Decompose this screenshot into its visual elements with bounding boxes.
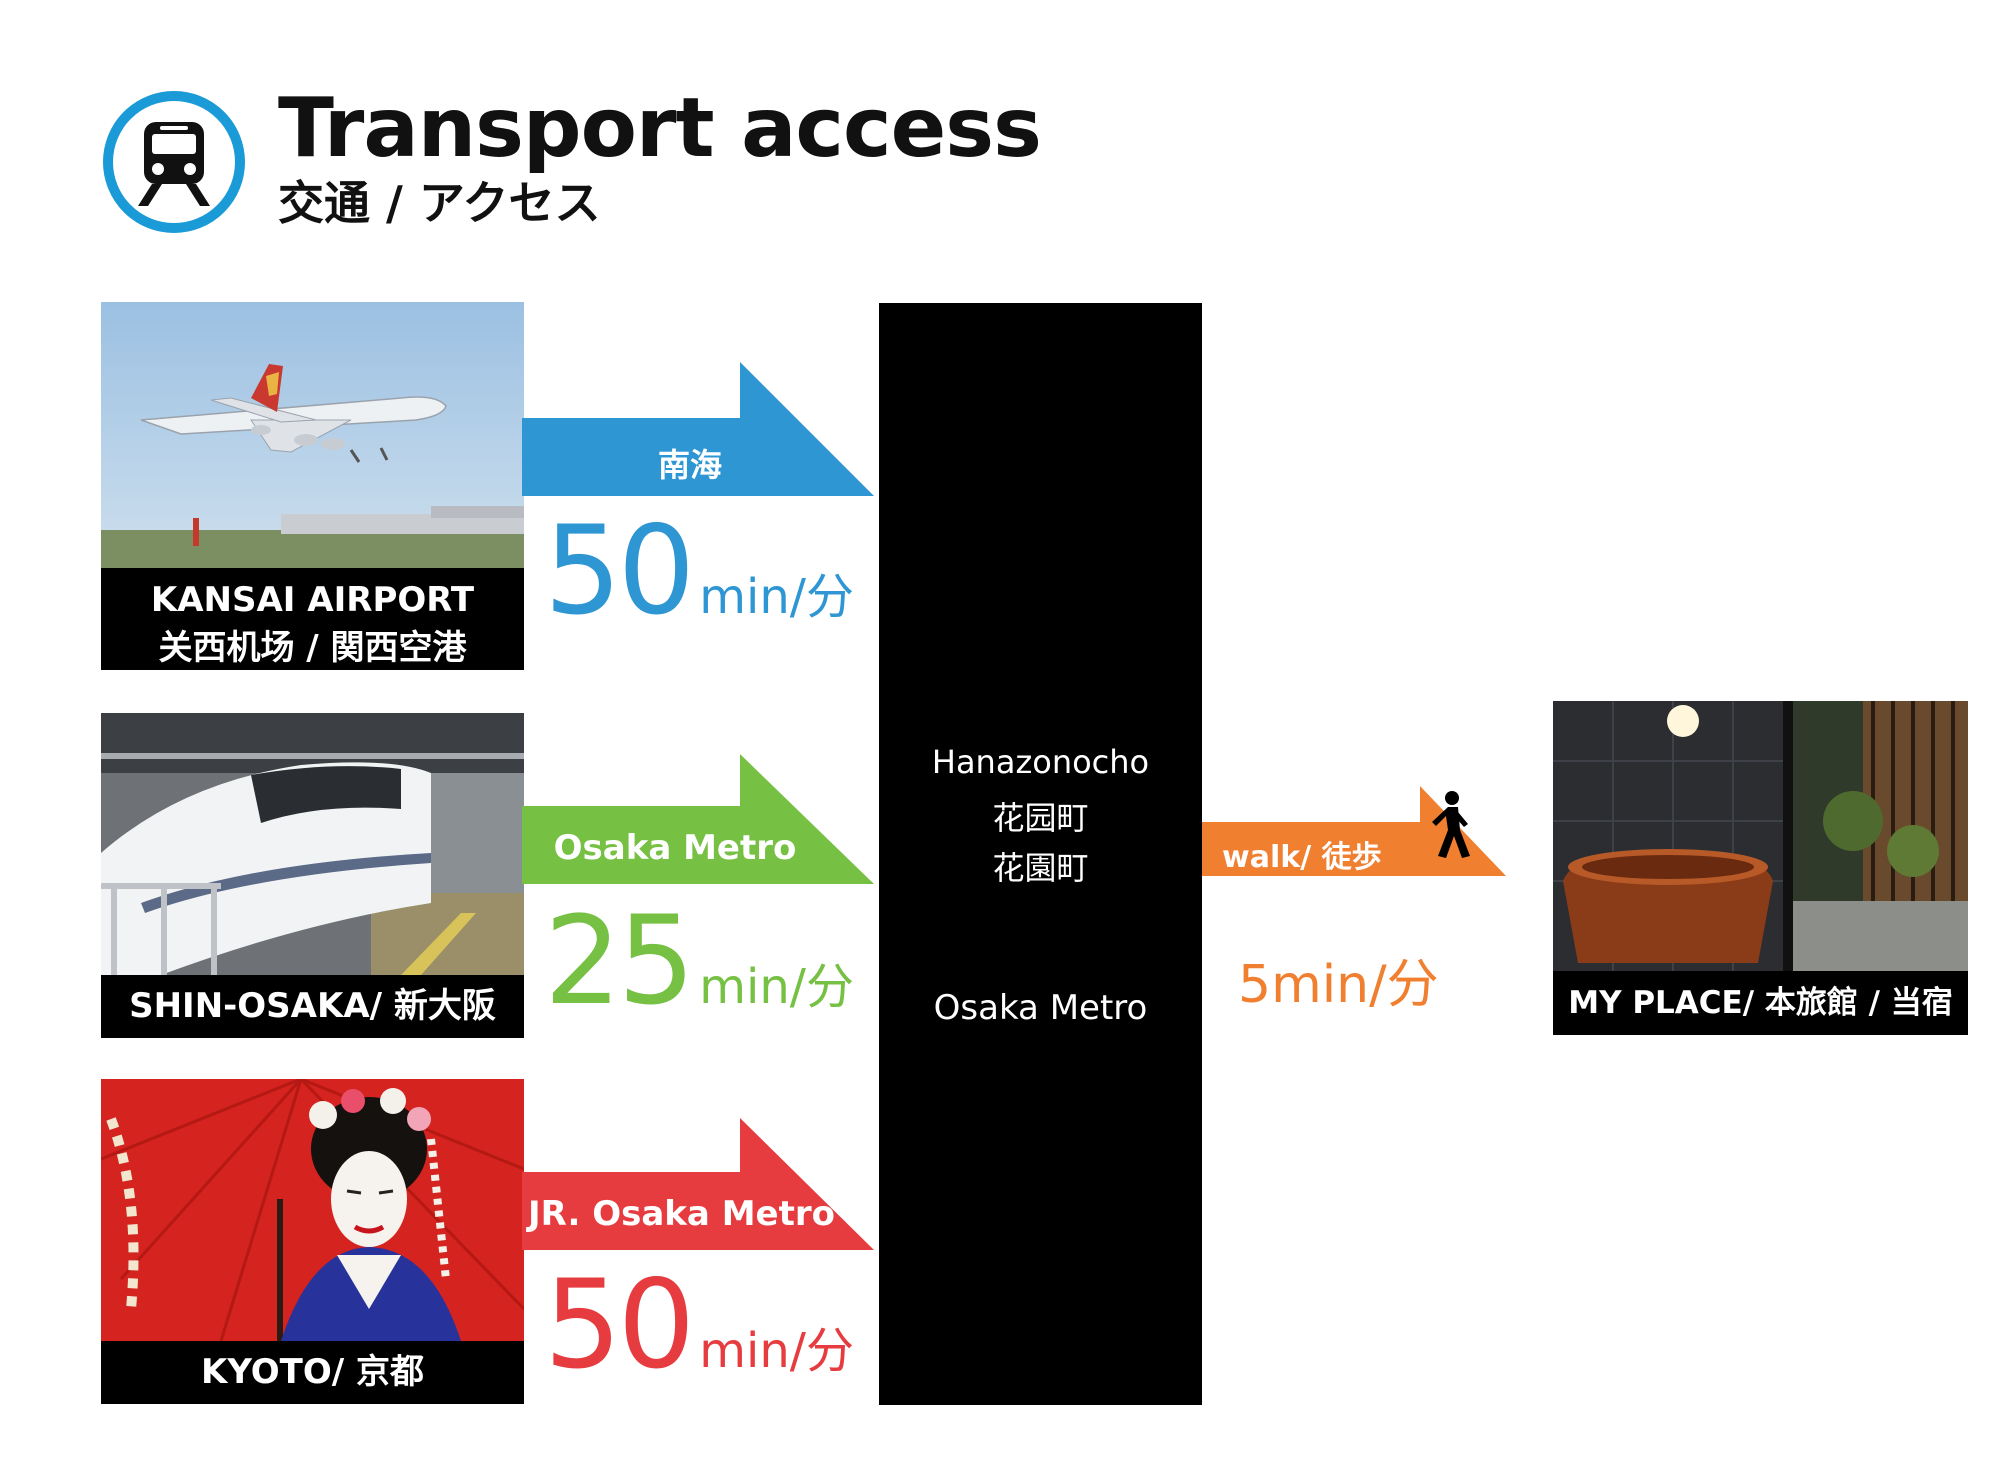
airplane-photo xyxy=(101,302,524,572)
origin-caption: SHIN-OSAKA/ 新大阪 xyxy=(101,975,524,1038)
walk-label: walk/ 徒歩 xyxy=(1222,840,1382,875)
duration-number: 25 xyxy=(544,890,695,1032)
route-arrow-jr-osaka-metro xyxy=(522,1118,874,1250)
page-subtitle: 交通 / アクセス xyxy=(278,176,601,230)
route-line-label: JR. Osaka Metro xyxy=(528,1194,835,1234)
geisha-photo xyxy=(101,1079,524,1341)
origin-name-en: KANSAI AIRPORT xyxy=(150,580,475,620)
duration-unit: min/分 xyxy=(699,569,854,625)
duration-unit: min/分 xyxy=(699,1323,854,1379)
origin-card-kyoto: KYOTO/ 京都 xyxy=(101,1079,524,1404)
walk-arrow xyxy=(1202,786,1506,876)
route-arrow-osaka-metro xyxy=(522,754,874,884)
hub-station-block: Hanazonocho 花园町 花園町 Osaka Metro xyxy=(879,303,1202,1405)
origin-caption: KYOTO/ 京都 xyxy=(101,1341,524,1404)
destination-label: MY PLACE/ 本旅館 / 当宿 xyxy=(1553,971,1968,1035)
hub-line-name: Osaka Metro xyxy=(933,988,1148,1028)
origin-card-shin-osaka: SHIN-OSAKA/ 新大阪 xyxy=(101,713,524,1038)
origin-name-en: SHIN-OSAKA/ 新大阪 xyxy=(129,986,496,1026)
origin-caption: KANSAI AIRPORT 关西机场 / 関西空港 xyxy=(101,568,524,670)
route-line-label: Osaka Metro xyxy=(553,828,797,868)
hub-name-en: Hanazonocho xyxy=(931,743,1150,781)
route-arrow-nankai xyxy=(522,362,874,496)
duration-number: 50 xyxy=(544,1254,695,1396)
pedestrian-icon xyxy=(1432,791,1470,858)
duration-unit: min/分 xyxy=(699,959,854,1015)
train-icon xyxy=(103,91,245,233)
origin-card-kansai-airport: KANSAI AIRPORT 关西机场 / 関西空港 xyxy=(101,302,524,670)
walk-duration: 5min/分 xyxy=(1238,955,1439,1015)
route-line-label: 南海 xyxy=(657,446,722,484)
hotel-bath-photo xyxy=(1553,701,1968,971)
duration-number: 50 xyxy=(544,500,695,642)
hub-name-jp: 花園町 xyxy=(992,849,1089,887)
destination-card: MY PLACE/ 本旅館 / 当宿 xyxy=(1553,701,1968,1035)
hub-name-cn: 花园町 xyxy=(992,799,1089,837)
origin-name-en: KYOTO/ 京都 xyxy=(200,1352,424,1392)
origin-name-local: 关西机场 / 関西空港 xyxy=(158,628,467,668)
bullet-train-photo xyxy=(101,713,524,975)
page-title: Transport access xyxy=(278,81,1042,176)
